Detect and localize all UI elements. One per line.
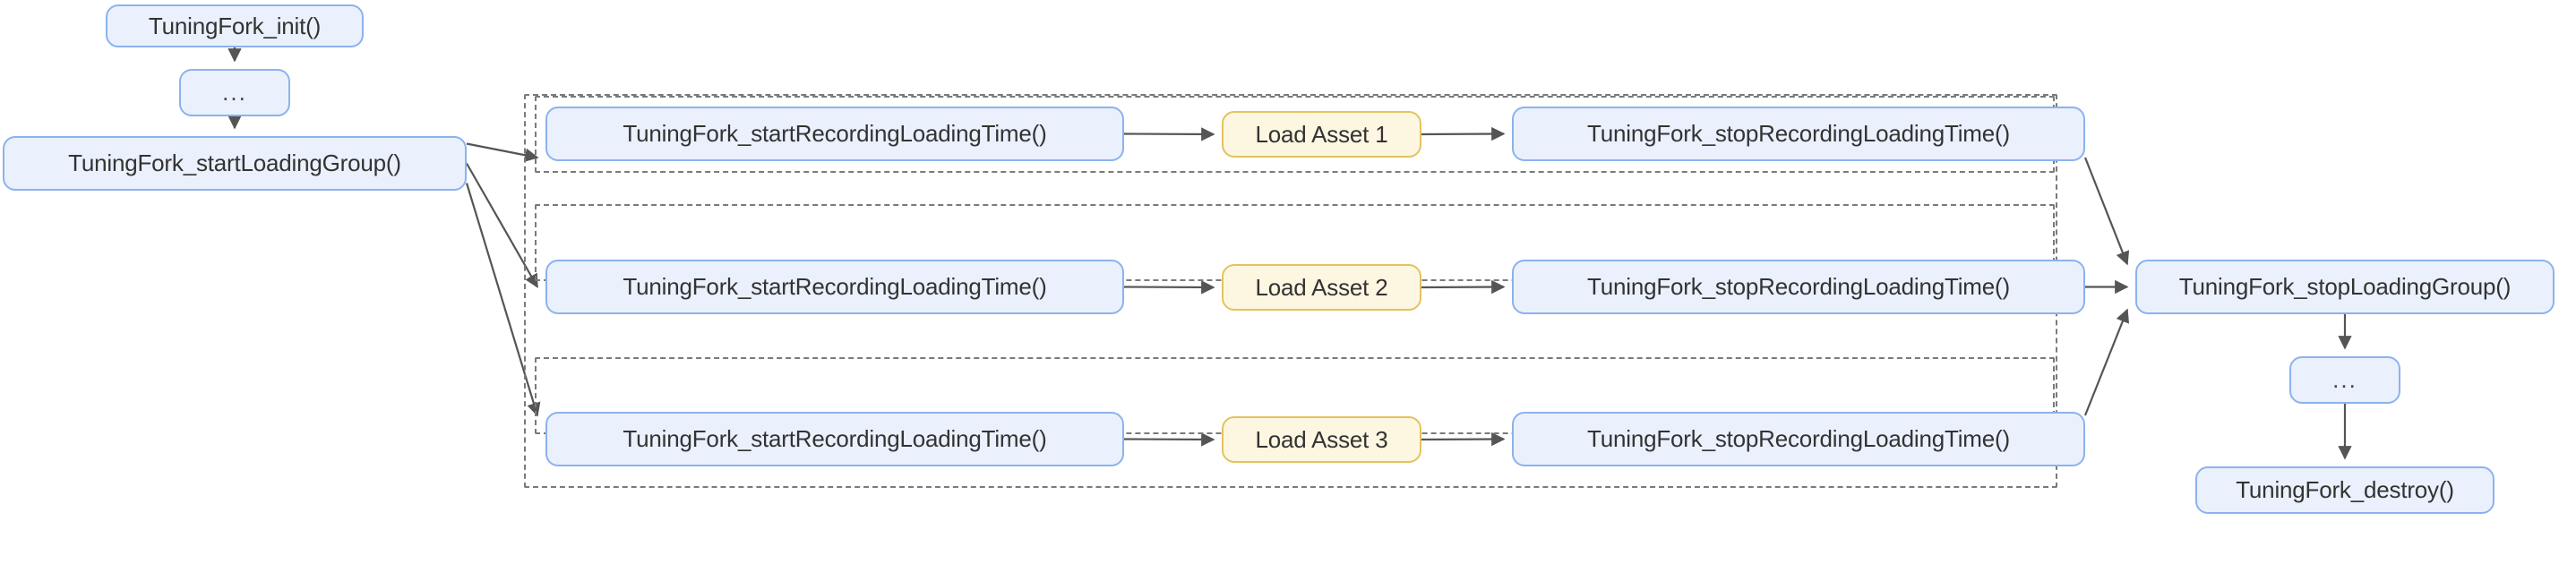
node-start-recording-loading-time-1[interactable]: TuningFork_startRecordingLoadingTime(): [545, 107, 1124, 161]
node-label: Load Asset 3: [1255, 425, 1388, 453]
node-label: Load Asset 1: [1255, 120, 1388, 148]
node-label: ...: [2332, 366, 2357, 394]
node-label: TuningFork_destroy(): [2236, 476, 2454, 504]
node-label: TuningFork_startRecordingLoadingTime(): [623, 425, 1047, 453]
node-label: TuningFork_stopRecordingLoadingTime(): [1587, 425, 2010, 453]
node-label: TuningFork_startLoadingGroup(): [68, 150, 401, 177]
node-label: TuningFork_stopRecordingLoadingTime(): [1587, 273, 2010, 301]
node-ellipsis-top[interactable]: ...: [179, 69, 290, 116]
node-tuningfork-init[interactable]: TuningFork_init(): [106, 4, 364, 47]
node-stop-recording-loading-time-3[interactable]: TuningFork_stopRecordingLoadingTime(): [1512, 412, 2085, 466]
node-stop-recording-loading-time-2[interactable]: TuningFork_stopRecordingLoadingTime(): [1512, 260, 2085, 314]
node-label: TuningFork_startRecordingLoadingTime(): [623, 273, 1047, 301]
node-label: Load Asset 2: [1255, 273, 1388, 301]
node-load-asset-3[interactable]: Load Asset 3: [1222, 416, 1421, 463]
node-load-asset-2[interactable]: Load Asset 2: [1222, 264, 1421, 311]
node-label: TuningFork_startRecordingLoadingTime(): [623, 120, 1047, 148]
node-label: ...: [222, 79, 247, 107]
node-load-asset-1[interactable]: Load Asset 1: [1222, 111, 1421, 158]
node-ellipsis-bottom[interactable]: ...: [2289, 356, 2400, 404]
node-start-recording-loading-time-3[interactable]: TuningFork_startRecordingLoadingTime(): [545, 412, 1124, 466]
node-tuningfork-stop-loading-group[interactable]: TuningFork_stopLoadingGroup(): [2135, 260, 2555, 314]
node-tuningfork-destroy[interactable]: TuningFork_destroy(): [2195, 466, 2494, 514]
node-stop-recording-loading-time-1[interactable]: TuningFork_stopRecordingLoadingTime(): [1512, 107, 2085, 161]
node-label: TuningFork_stopRecordingLoadingTime(): [1587, 120, 2010, 148]
edge-stop-recording-1-to-stop-loading-group: [2083, 157, 2130, 266]
node-start-recording-loading-time-2[interactable]: TuningFork_startRecordingLoadingTime(): [545, 260, 1124, 314]
node-label: TuningFork_stopLoadingGroup(): [2178, 273, 2512, 301]
node-tuningfork-start-loading-group[interactable]: TuningFork_startLoadingGroup(): [3, 136, 467, 191]
edge-stop-recording-3-to-stop-loading-group: [2083, 308, 2130, 416]
node-label: TuningFork_init(): [148, 12, 322, 39]
